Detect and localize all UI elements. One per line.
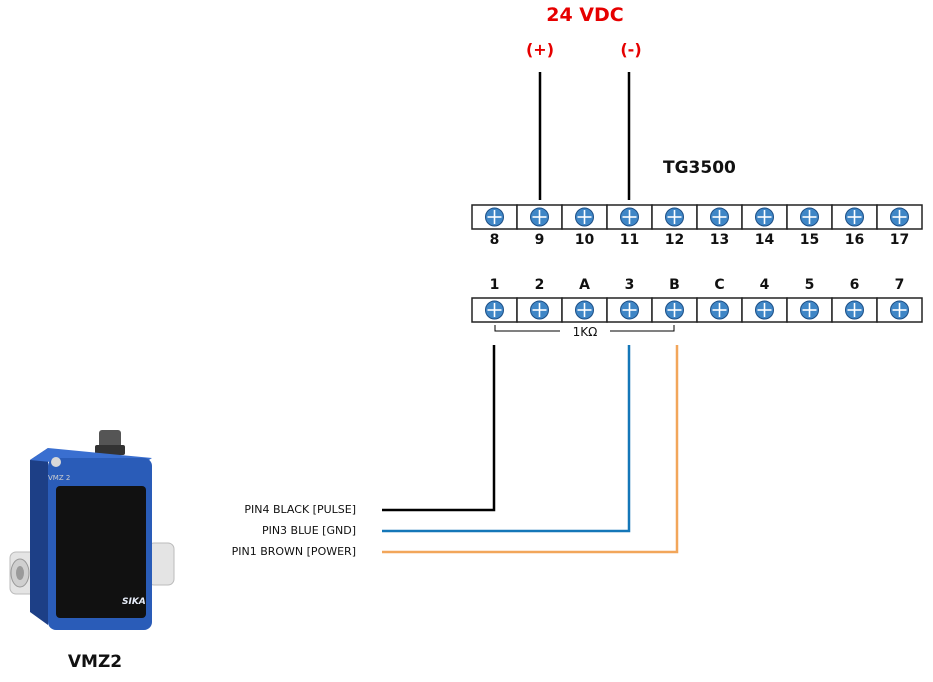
wire-brown-power	[382, 345, 679, 554]
top-row-terminal-label: 17	[889, 232, 910, 248]
bottom-terminal-strip	[471, 297, 923, 323]
sensor-device-image	[9, 430, 175, 630]
bottom-row-terminal-label: 1	[489, 277, 500, 293]
top-terminal-strip	[471, 204, 923, 230]
sensor-name-label: VMZ2	[67, 652, 123, 672]
top-row-terminal-label: 13	[709, 232, 730, 248]
top-row-terminal-label: 11	[619, 232, 640, 248]
sensor-face-label: VMZ 2	[48, 474, 71, 482]
bottom-row-terminal-label: B	[669, 277, 680, 293]
bottom-row-terminal-label: 4	[759, 277, 770, 293]
top-row-terminal-label: 14	[754, 232, 775, 248]
resistor-label: 1KΩ	[560, 325, 610, 339]
top-row-terminal-label: 12	[664, 232, 685, 248]
wire-label-pin3: PIN3 BLUE [GND]	[261, 524, 356, 537]
top-row-terminal-label: 8	[489, 232, 500, 248]
top-row-terminal-label: 9	[534, 232, 545, 248]
top-row-terminal-label: 10	[574, 232, 595, 248]
bottom-row-terminal-label: A	[579, 277, 590, 293]
wire-blue-gnd	[382, 345, 631, 533]
wire-label-pin4: PIN4 BLACK [PULSE]	[244, 503, 356, 516]
wire-label-pin1: PIN1 BROWN [POWER]	[231, 545, 356, 558]
bottom-row-terminal-label: 2	[534, 277, 545, 293]
bottom-row-terminal-label: 7	[894, 277, 905, 293]
supply-voltage-title: 24 VDC	[546, 4, 624, 26]
supply-positive-label: (+)	[525, 40, 555, 59]
bottom-row-terminal-label: 3	[624, 277, 635, 293]
controller-model-label: TG3500	[663, 158, 736, 178]
wire-black-pulse	[382, 345, 496, 512]
bottom-row-terminal-label: C	[714, 277, 725, 293]
bottom-row-terminal-label: 5	[804, 277, 815, 293]
bottom-row-terminal-label: 6	[849, 277, 860, 293]
top-row-terminal-label: 16	[844, 232, 865, 248]
supply-negative-label: (-)	[620, 40, 642, 59]
top-row-terminal-label: 15	[799, 232, 820, 248]
sensor-brand-logo: SIKA	[122, 597, 146, 607]
